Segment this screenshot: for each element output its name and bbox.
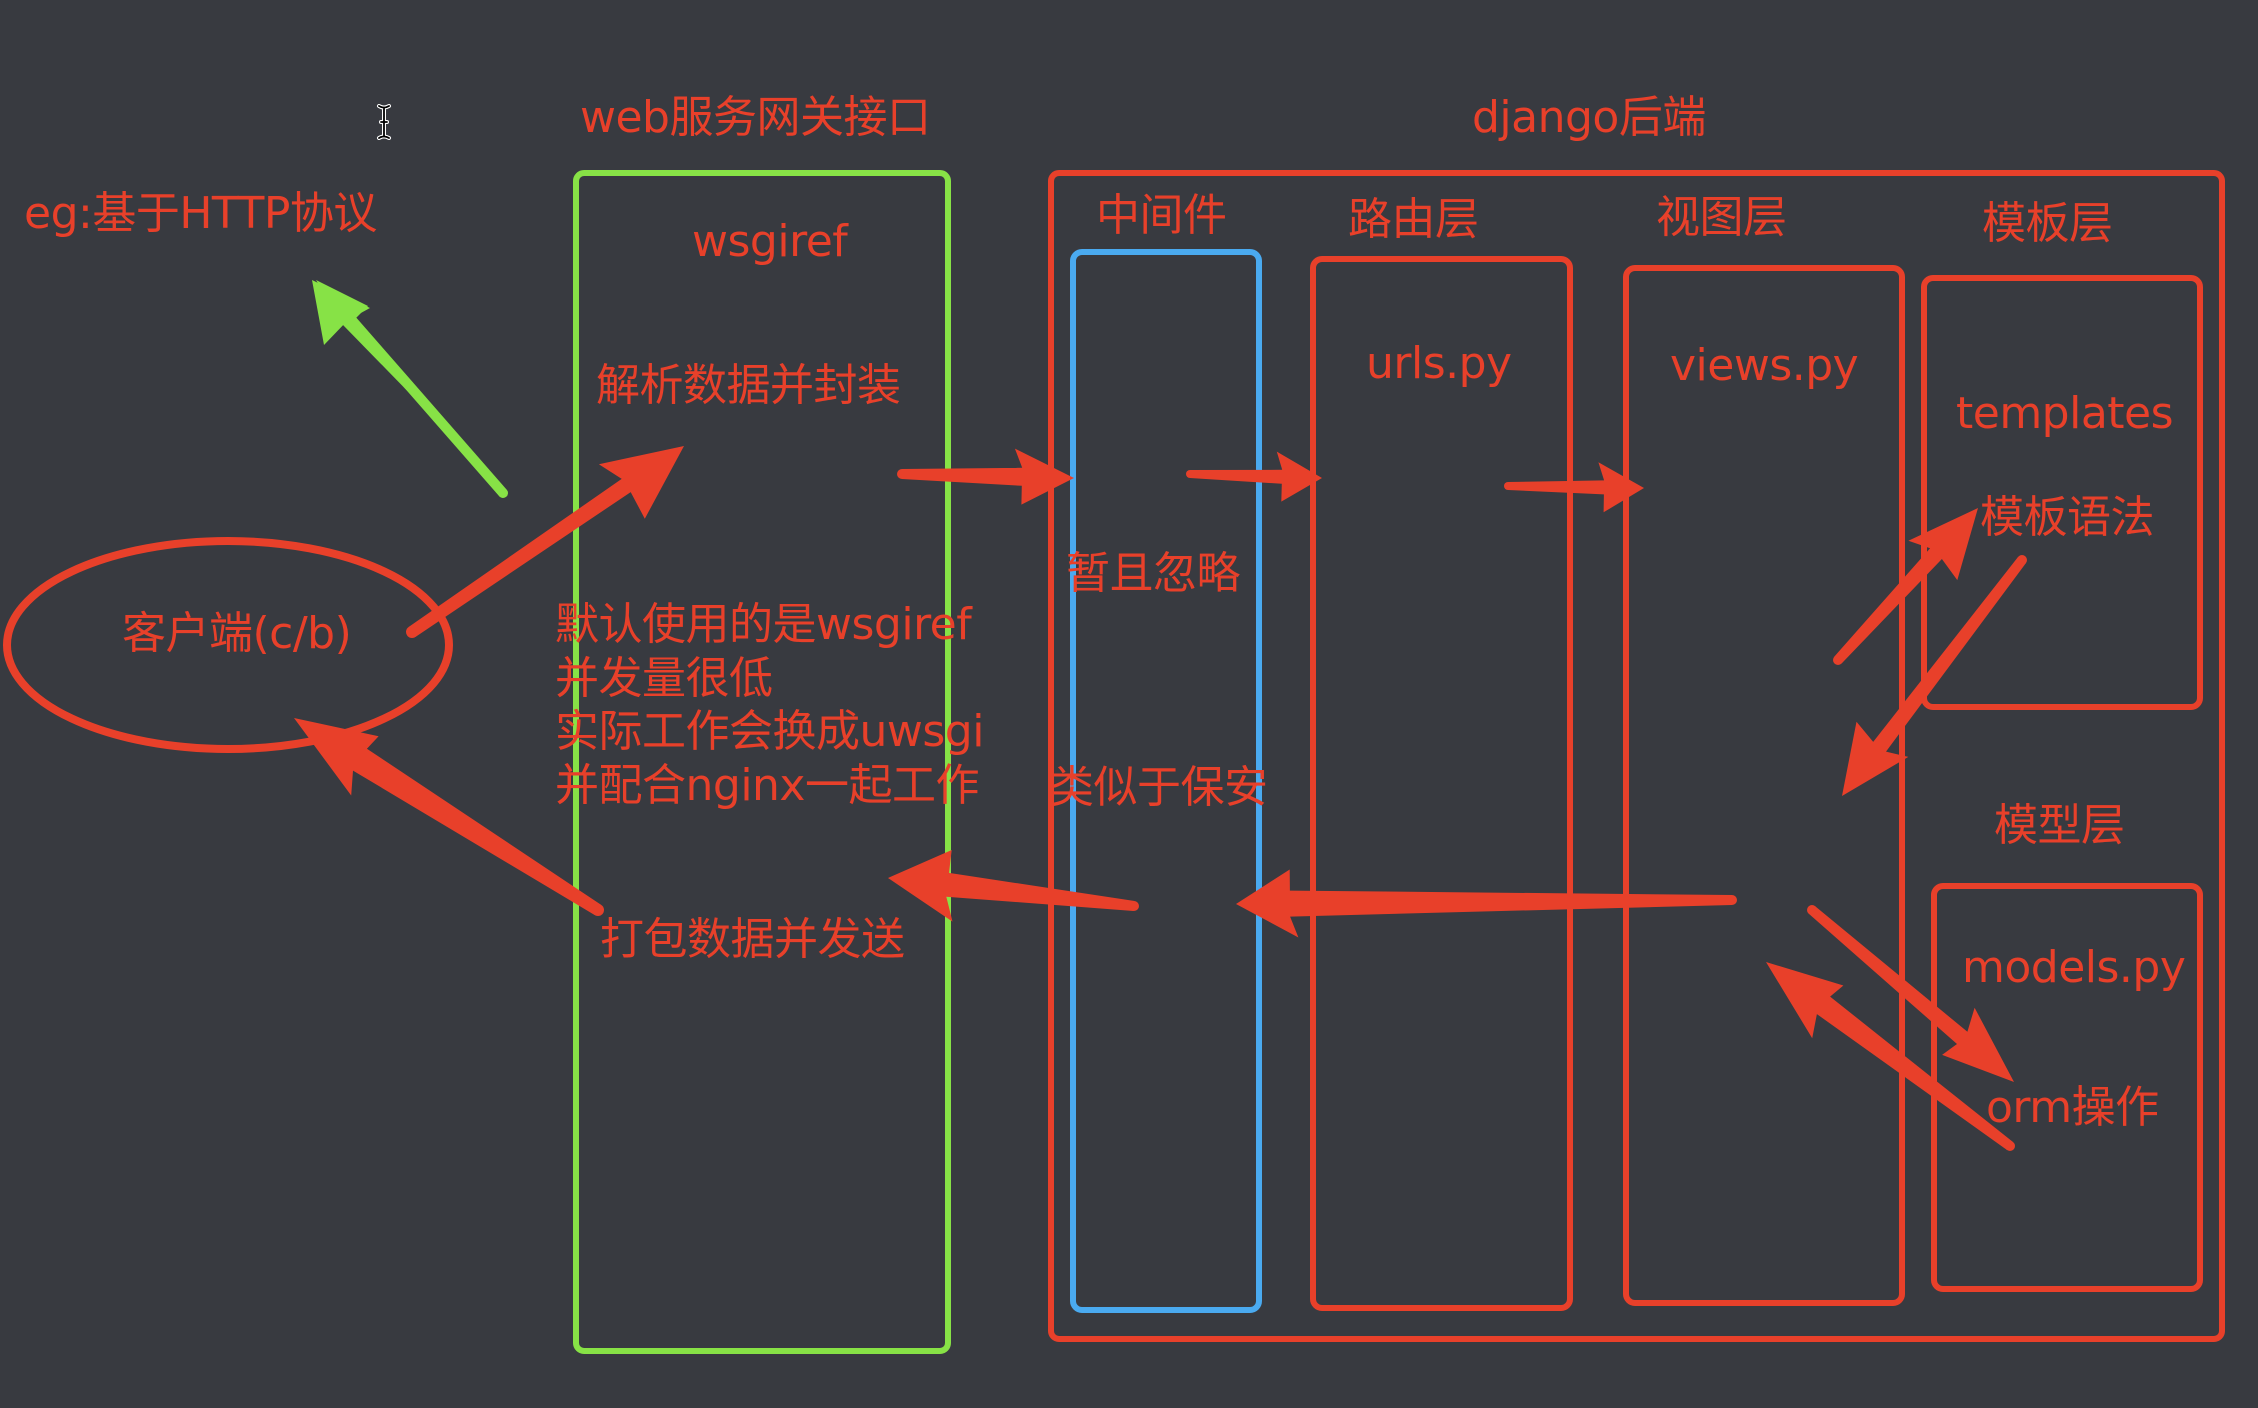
text-cursor-icon bbox=[377, 104, 391, 140]
arrow-client-to-gateway bbox=[408, 446, 684, 637]
arrows-group bbox=[294, 446, 2027, 1151]
arrow-views-to-models-tail bbox=[1807, 905, 1817, 915]
arrow-middleware-to-routing bbox=[1189, 451, 1322, 502]
templates-syntax: 模板语法 bbox=[1980, 492, 2155, 543]
arrow-routing-to-views bbox=[1507, 462, 1644, 513]
django-title: django后端 bbox=[1472, 92, 1706, 143]
routing-title: 路由层 bbox=[1348, 194, 1479, 245]
templates-title: 模板层 bbox=[1982, 198, 2113, 249]
views-title: 视图层 bbox=[1656, 192, 1787, 243]
client-label: 客户端(c/b) bbox=[122, 608, 352, 659]
arrow-views-to-templates-tail bbox=[1833, 655, 1843, 665]
gateway-parse-label: 解析数据并封装 bbox=[596, 360, 901, 411]
arrow-middleware-to-gateway-tail bbox=[1129, 901, 1139, 911]
templates-box bbox=[1921, 275, 2203, 710]
arrow-client-to-gateway-tail bbox=[406, 626, 418, 638]
views-box bbox=[1623, 265, 1905, 1306]
arrow-middleware-to-routing-tail bbox=[1186, 470, 1194, 478]
arrow-views-to-middleware bbox=[1236, 869, 1732, 938]
arrow-gateway-to-middleware bbox=[901, 448, 1074, 505]
gateway-pack-label: 打包数据并发送 bbox=[600, 914, 905, 965]
arrow-gateway-to-client bbox=[294, 718, 602, 916]
routing-file: urls.py bbox=[1366, 338, 1512, 389]
middleware-note-guard: 类似于保安 bbox=[1050, 762, 1268, 813]
gateway-name: wsgiref bbox=[692, 216, 848, 267]
gateway-note: 默认使用的是wsgiref 并发量很低 实际工作会换成uwsgi 并配合ngin… bbox=[555, 599, 984, 812]
django-box bbox=[1048, 170, 2225, 1342]
middleware-title: 中间件 bbox=[1096, 190, 1227, 241]
gateway-box bbox=[573, 170, 951, 1354]
models-title: 模型层 bbox=[1994, 800, 2125, 851]
arrow-views-to-templates bbox=[1834, 508, 1978, 664]
gateway-title: web服务网关接口 bbox=[580, 92, 931, 143]
views-file: views.py bbox=[1670, 340, 1859, 391]
arrow-models-to-views-tail bbox=[2005, 1141, 2015, 1151]
models-orm: orm操作 bbox=[1986, 1082, 2159, 1133]
client-ellipse bbox=[3, 537, 453, 753]
models-file: models.py bbox=[1962, 942, 2186, 993]
arrow-routing-to-views-tail bbox=[1504, 482, 1512, 490]
arrow-views-to-middleware-tail bbox=[1727, 895, 1737, 905]
middleware-note-ignore: 暂且忽略 bbox=[1066, 548, 1241, 599]
arrow-templates-to-views-tail bbox=[2017, 555, 2027, 565]
arrow-middleware-to-gateway bbox=[888, 850, 1135, 922]
arrow-gateway-to-client-tail bbox=[592, 904, 604, 916]
arrow-views-to-models bbox=[1808, 906, 2014, 1082]
protocol-note: eg:基于HTTP协议 bbox=[24, 188, 377, 239]
middleware-box bbox=[1070, 249, 1262, 1313]
routing-box bbox=[1310, 256, 1573, 1311]
arrow-templates-to-views bbox=[1842, 557, 2026, 796]
arrow-gateway-to-middleware-tail bbox=[897, 469, 907, 479]
green-arrow bbox=[312, 280, 508, 498]
templates-file: templates bbox=[1956, 388, 2174, 439]
arrow-models-to-views bbox=[1766, 962, 2013, 1150]
